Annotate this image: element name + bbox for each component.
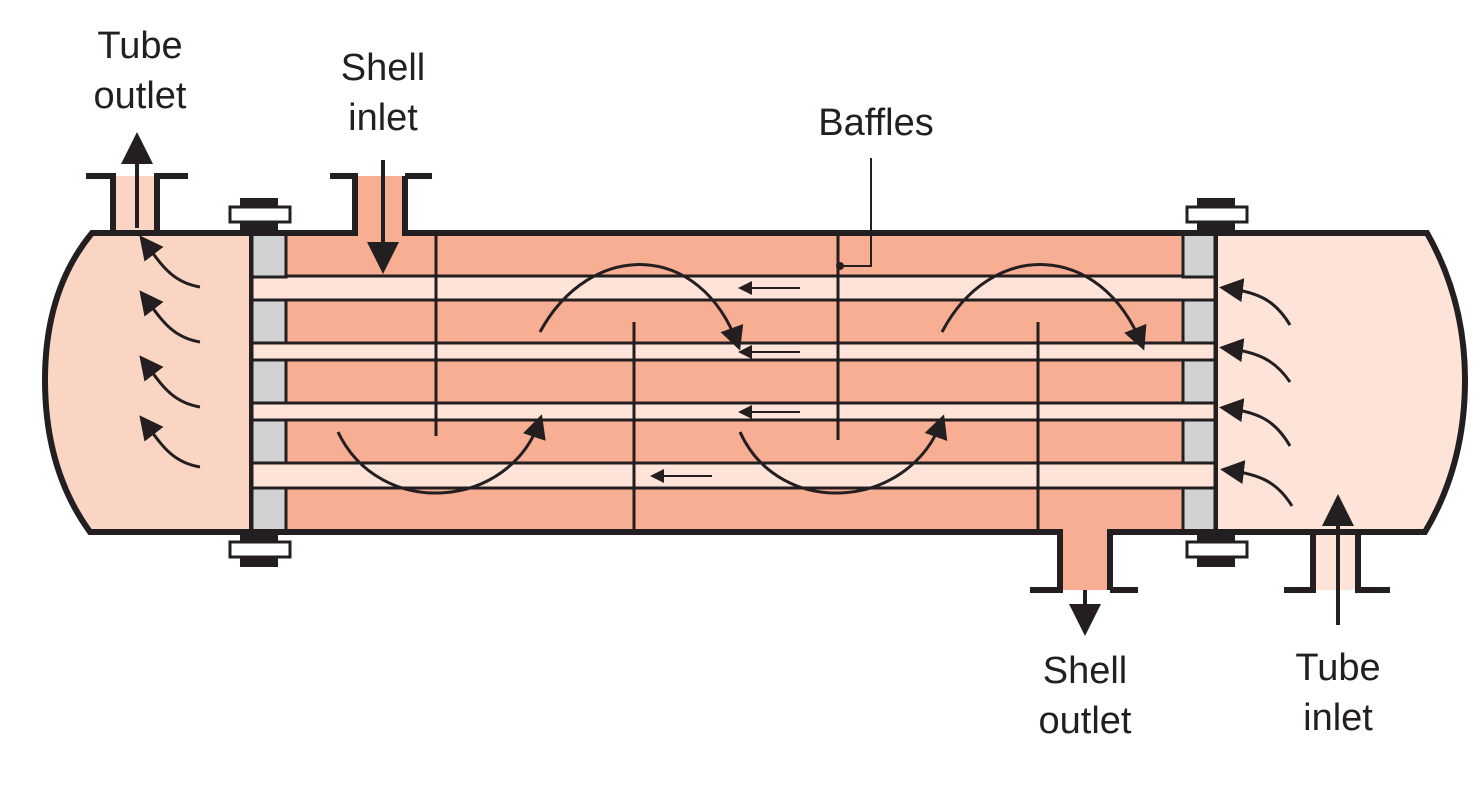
baffles-label-text: Baffles	[818, 102, 934, 144]
tube	[250, 461, 1217, 490]
tube-inlet-label-line1: Tube	[1295, 647, 1381, 689]
shell-outlet-label-line1: Shell	[1042, 650, 1128, 692]
flow-arrow	[139, 290, 201, 344]
left-head-flow-arrows	[139, 235, 201, 469]
left-tube-sheet	[250, 231, 288, 534]
flow-arrow	[139, 355, 201, 409]
tube-flow-arrows	[650, 281, 800, 483]
flow-arrow	[538, 263, 744, 351]
right-head	[1212, 230, 1469, 535]
shell-flow-arrows	[336, 263, 1147, 495]
tube-outlet-nozzle	[86, 173, 188, 233]
shell-outlet-nozzle-fluid	[1060, 530, 1110, 590]
flow-arrow	[1220, 460, 1294, 507]
tube-inlet-label-line2: inlet	[1303, 697, 1373, 739]
flow-arrow	[1219, 398, 1292, 447]
shell-inlet-label-line2: inlet	[348, 97, 418, 139]
tube	[250, 401, 1217, 422]
flow-arrow	[336, 414, 546, 495]
baffles-label: Baffles	[796, 98, 956, 148]
tube	[250, 274, 1217, 302]
tube-outlet-label-line2: outlet	[93, 75, 187, 117]
left-head	[41, 230, 255, 535]
flow-arrow	[738, 414, 948, 495]
shell-bottom-wall	[252, 529, 1215, 593]
flow-arrow	[139, 415, 201, 469]
flow-arrow	[1219, 338, 1292, 383]
right-head-flow-arrows	[1219, 278, 1294, 507]
shell-outlet-label: Shell outlet	[1010, 646, 1160, 746]
shell-outlet-label-line2: outlet	[1038, 700, 1132, 742]
flow-arrow	[1219, 278, 1292, 326]
flow-arrow	[139, 235, 201, 289]
flange-bolts	[228, 198, 1249, 567]
tube-inlet-nozzle-fluid	[1313, 530, 1358, 590]
tube-outlet-label-line1: Tube	[97, 25, 183, 67]
shell-top-wall	[252, 173, 1215, 236]
tube	[250, 341, 1217, 362]
flow-arrow	[940, 263, 1147, 351]
shell-inlet-label: Shell inlet	[313, 43, 453, 143]
shell-inlet-nozzle-fluid	[355, 176, 405, 234]
baffles-leader-line	[840, 158, 872, 267]
baffles-leader-dot	[836, 262, 844, 270]
tube-inlet-label: Tube inlet	[1263, 643, 1413, 743]
tube-bundle	[250, 274, 1217, 490]
tube-outlet-label: Tube outlet	[70, 21, 210, 121]
shell-inlet-label-line1: Shell	[340, 47, 426, 89]
right-tube-sheet	[1181, 231, 1217, 534]
tube-inlet-nozzle	[1284, 532, 1390, 593]
